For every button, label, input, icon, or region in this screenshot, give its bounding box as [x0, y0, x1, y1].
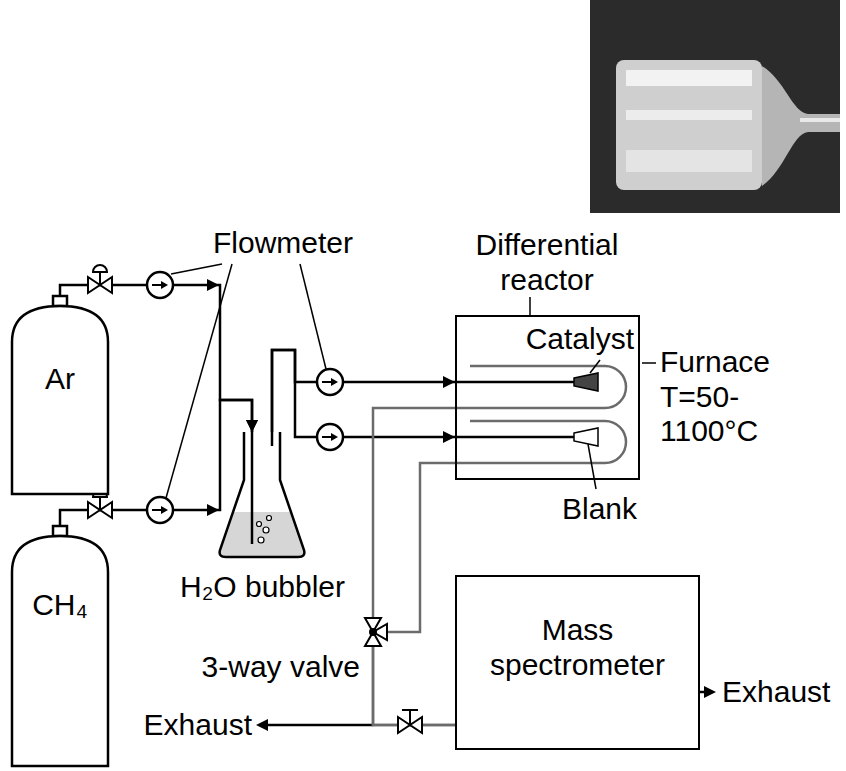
arrowhead — [443, 376, 455, 388]
gas-line-path — [272, 350, 455, 437]
needle-valve-symbol — [398, 710, 422, 733]
flowmeter-symbol — [317, 424, 343, 450]
arrowhead — [246, 420, 258, 432]
flow-arrowhead — [207, 504, 219, 516]
part-label: Catalyst — [512, 322, 634, 357]
gas-line — [373, 463, 455, 725]
gas-line — [272, 350, 455, 443]
arrowhead — [246, 420, 258, 432]
reactor-tubes — [457, 366, 626, 463]
exhaust-label: Exhaust — [120, 708, 252, 743]
gas-line-path — [272, 350, 455, 432]
flowmeter-symbol — [147, 272, 173, 298]
leader-lines — [166, 264, 656, 498]
photo-inset — [590, 0, 840, 213]
gas-cylinder: Ar — [10, 296, 110, 496]
gas-line-path — [373, 408, 455, 725]
furnace-label: Furnace T=50- 1100°C — [660, 345, 778, 449]
node-label: Mass spectrometer — [467, 613, 688, 682]
node-heading: Differential reactor — [462, 228, 632, 297]
gas-line — [373, 408, 455, 725]
gas-name: CH₄ — [10, 588, 110, 623]
gas-line — [272, 350, 455, 432]
valve-symbol — [88, 265, 112, 293]
part-label: Flowmeter — [198, 226, 368, 261]
arrowhead — [443, 431, 455, 443]
part-label: Blank — [562, 492, 662, 527]
cylinder-outline — [10, 526, 110, 768]
part-label: 3-way valve — [180, 650, 360, 685]
flowmeter-symbol — [317, 369, 343, 395]
cylinder-outline — [10, 296, 110, 496]
node-label: H₂O bubbler — [165, 570, 360, 605]
gas-name: Ar — [10, 362, 110, 397]
flowmeter-symbol — [147, 497, 173, 523]
gas-cylinder: CH₄ — [10, 526, 110, 768]
gas-line-path — [373, 463, 455, 725]
flow-arrowhead — [207, 279, 219, 291]
three-way-valve-symbol — [365, 618, 387, 646]
exhaust-label: Exhaust — [722, 675, 840, 710]
mass-spectrometer-box: Mass spectrometer — [455, 575, 700, 750]
water-bubbler: H₂O bubbler — [165, 432, 360, 615]
